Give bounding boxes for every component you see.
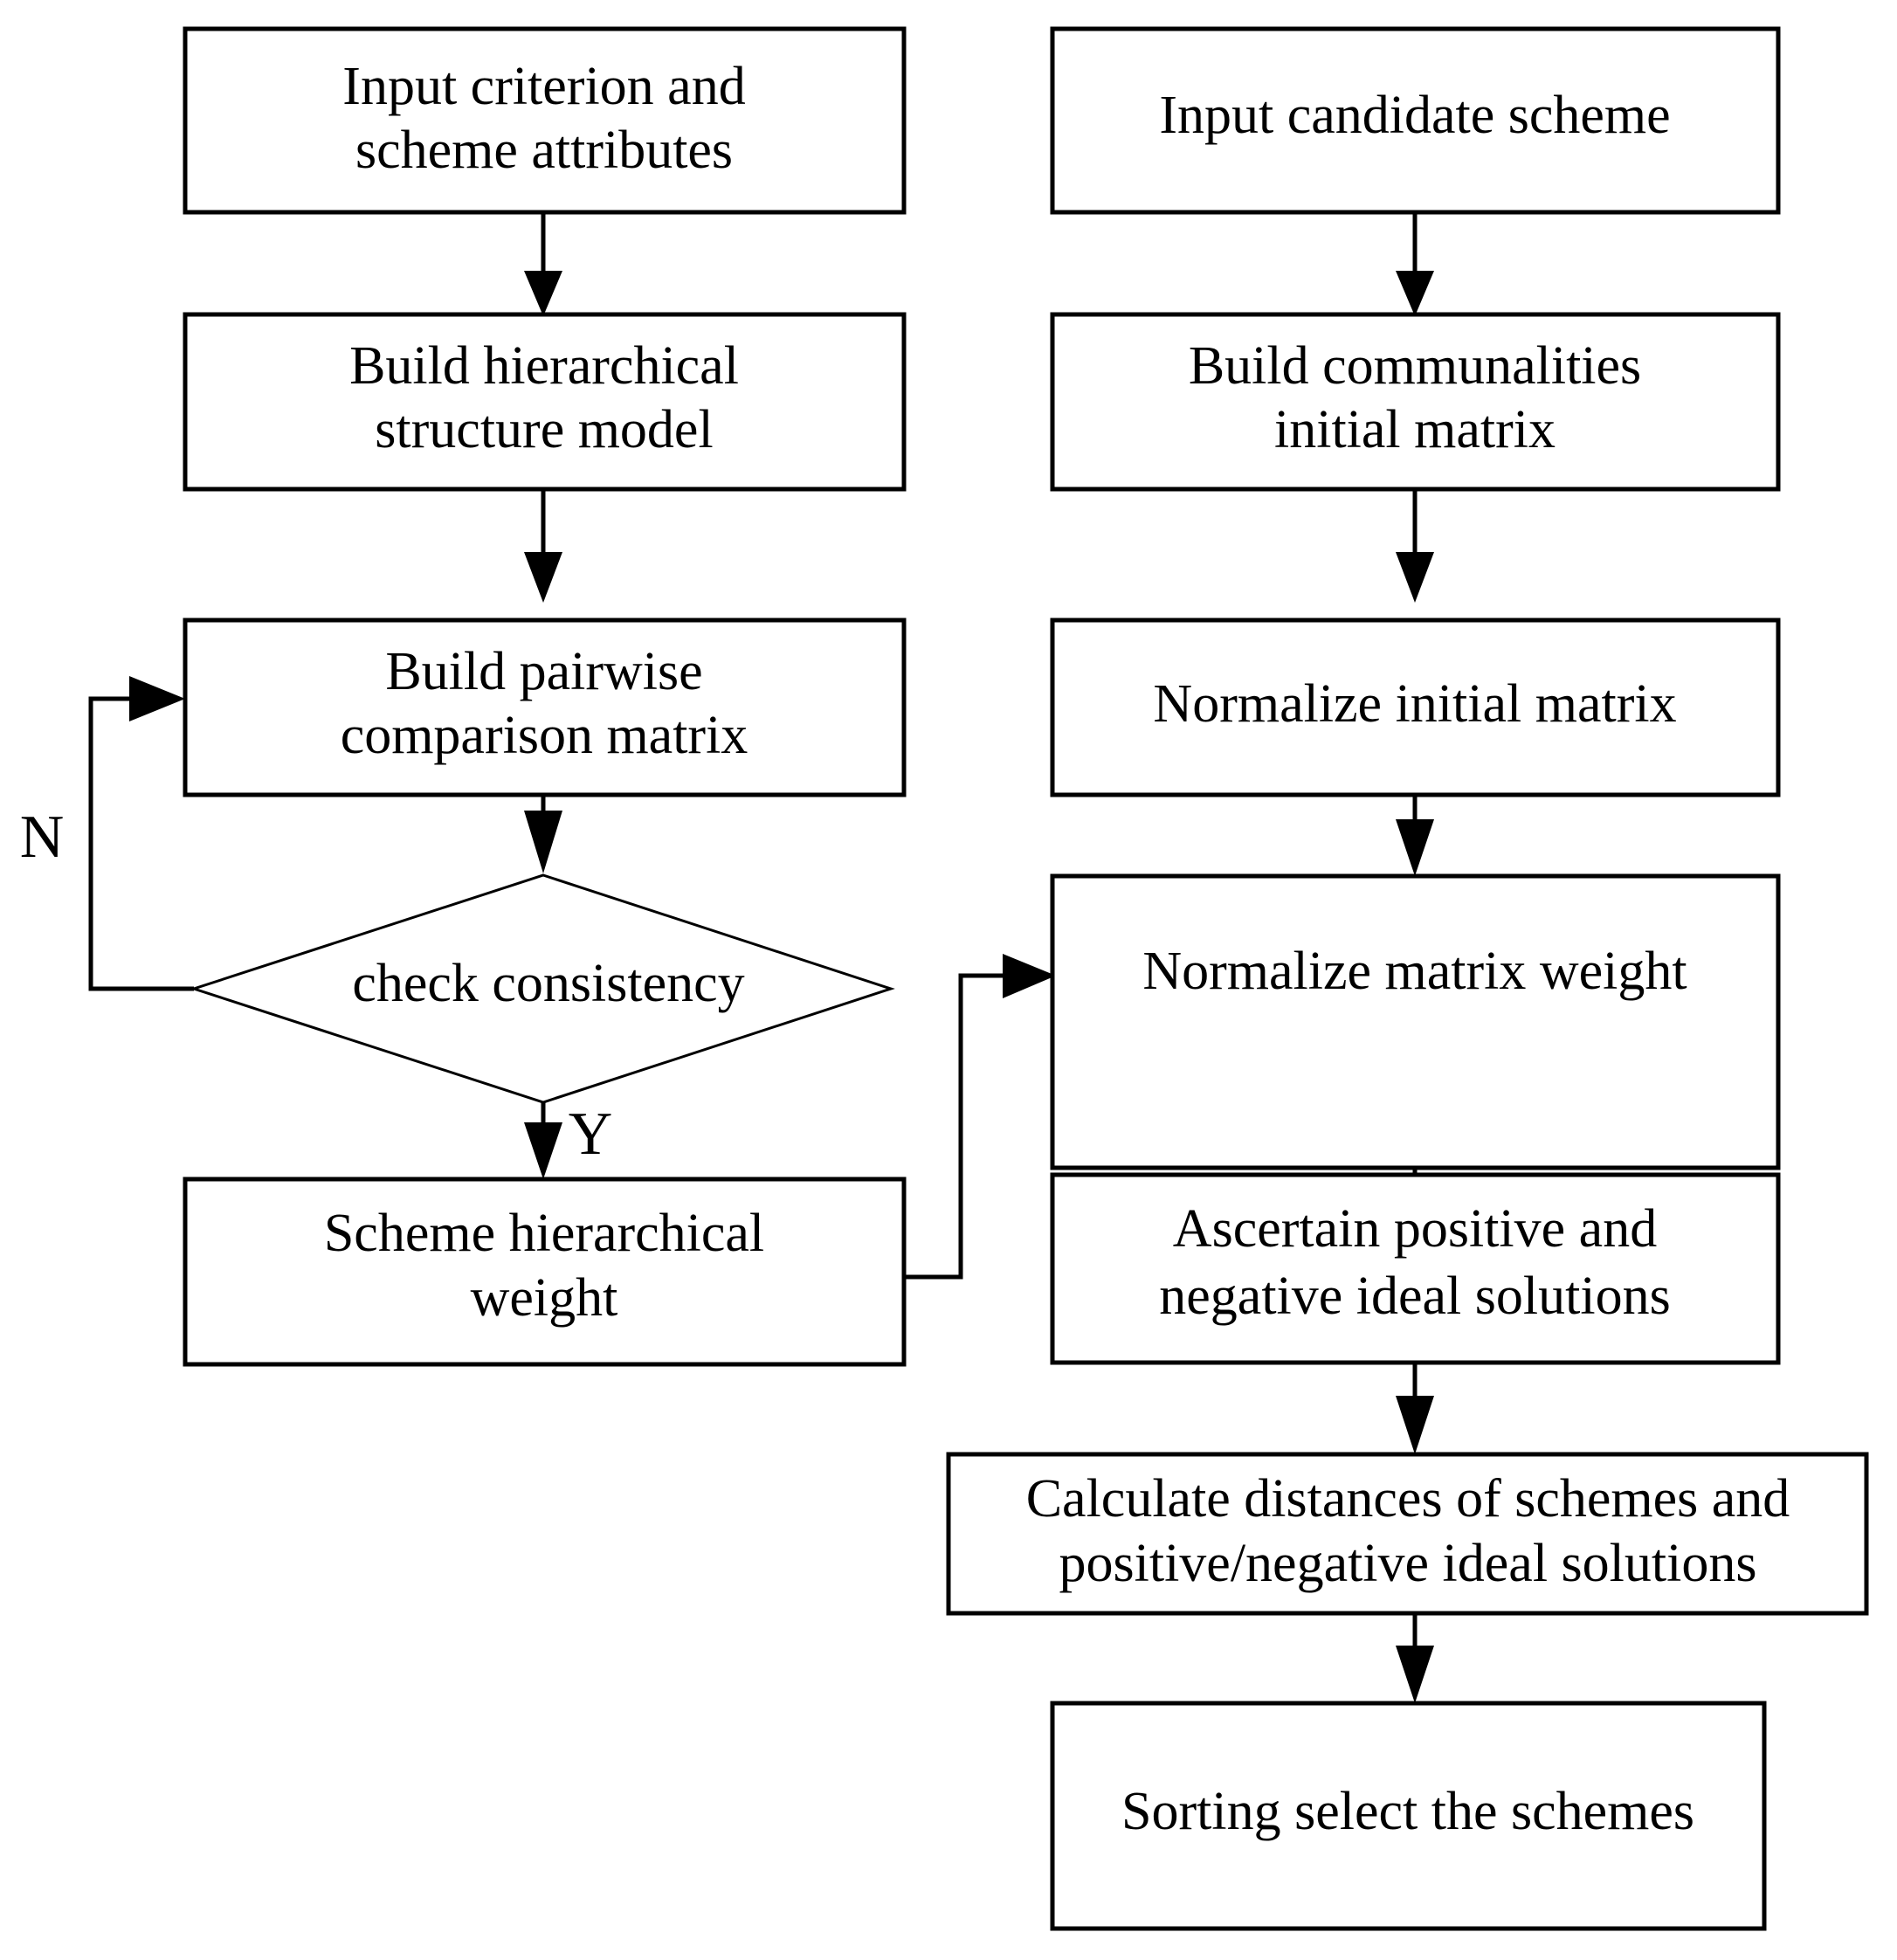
node-sorting-select-label: Sorting select the schemes xyxy=(1121,1782,1694,1841)
edge-calculate-distances-to-sorting-select xyxy=(1396,1613,1434,1703)
node-normalize-initial[interactable]: Normalize initial matrix xyxy=(1050,618,1781,797)
node-calculate-distances[interactable]: Calculate distances of schemes and posit… xyxy=(946,1452,1869,1616)
node-sorting-select[interactable]: Sorting select the schemes xyxy=(1050,1701,1767,1931)
node-calculate-distances-line2: positive/negative ideal solutions xyxy=(1059,1534,1757,1593)
node-check-consistency-label: check consistency xyxy=(352,954,744,1013)
node-build-communalities-line1: Build communalities xyxy=(1189,336,1641,396)
node-check-consistency[interactable]: check consistency xyxy=(190,873,895,1104)
node-input-candidate-label: Input candidate scheme xyxy=(1159,86,1670,145)
node-normalize-weight[interactable]: Normalize matrix weight xyxy=(1050,873,1781,1170)
node-ascertain-ideal-line2: negative ideal solutions xyxy=(1159,1266,1670,1326)
node-scheme-weight-line1: Scheme hierarchical xyxy=(324,1204,764,1263)
node-ascertain-ideal-line1: Ascertain positive and xyxy=(1173,1199,1657,1259)
node-scheme-weight-line2: weight xyxy=(471,1268,618,1328)
edge-check-consistency-yes-to-scheme-weight xyxy=(524,1102,562,1179)
edge-check-consistency-no-loop xyxy=(88,676,194,991)
node-input-candidate[interactable]: Input candidate scheme xyxy=(1050,26,1781,215)
node-normalize-weight-label: Normalize matrix weight xyxy=(1142,942,1687,1001)
node-normalize-initial-label: Normalize initial matrix xyxy=(1153,674,1676,734)
edge-input-candidate-to-build-communalities xyxy=(1396,212,1434,316)
node-build-communalities-line2: initial matrix xyxy=(1274,400,1556,459)
node-build-pairwise-line2: comparison matrix xyxy=(341,706,748,765)
edge-normalize-initial-to-normalize-weight xyxy=(1396,795,1434,876)
node-ascertain-ideal[interactable]: Ascertain positive and negative ideal so… xyxy=(1050,1172,1781,1365)
node-build-hierarchical-line1: Build hierarchical xyxy=(349,336,739,396)
node-input-criterion-line1: Input criterion and xyxy=(342,57,745,116)
edge-build-pairwise-to-check-consistency xyxy=(524,795,562,873)
node-build-pairwise-line1: Build pairwise xyxy=(385,642,702,701)
edge-input-criterion-to-build-hierarchical xyxy=(524,212,562,316)
node-build-hierarchical-line2: structure model xyxy=(375,400,713,459)
branch-label-no: N xyxy=(20,804,65,871)
node-build-hierarchical[interactable]: Build hierarchical structure model xyxy=(183,312,907,492)
edge-build-communalities-to-normalize-initial xyxy=(1396,489,1434,603)
node-calculate-distances-line1: Calculate distances of schemes and xyxy=(1026,1469,1790,1529)
edge-build-hierarchical-to-build-pairwise xyxy=(524,489,562,603)
node-scheme-weight[interactable]: Scheme hierarchical weight xyxy=(183,1177,907,1367)
node-input-criterion[interactable]: Input criterion and scheme attributes xyxy=(183,26,907,215)
node-build-communalities[interactable]: Build communalities initial matrix xyxy=(1050,312,1781,492)
edge-ascertain-ideal-to-calculate-distances xyxy=(1396,1363,1434,1454)
node-build-pairwise[interactable]: Build pairwise comparison matrix xyxy=(183,618,907,797)
edge-scheme-weight-to-normalize-weight xyxy=(904,954,1056,1280)
branch-label-yes: Y xyxy=(569,1101,613,1168)
node-input-criterion-line2: scheme attributes xyxy=(355,121,733,180)
